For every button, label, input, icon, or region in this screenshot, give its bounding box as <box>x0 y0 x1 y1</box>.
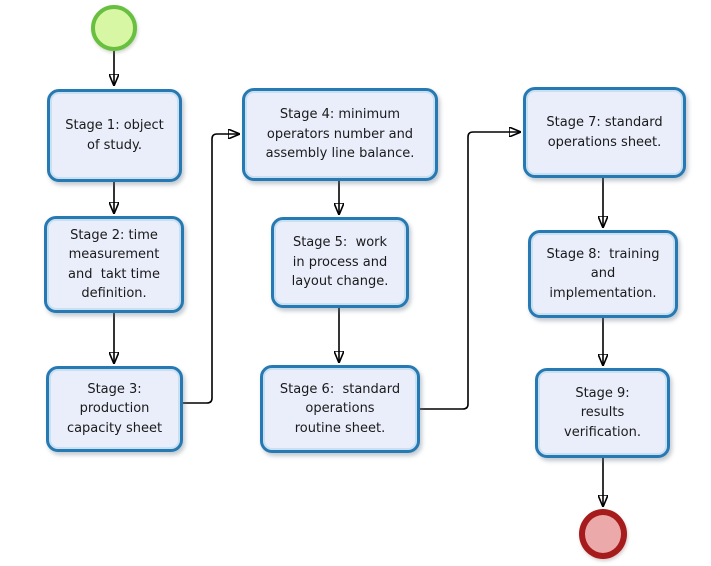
stage-5-label: Stage 5: work in process and layout chan… <box>291 235 389 290</box>
stage-9-node: Stage 9: results verification. <box>535 368 670 458</box>
stage-2-node: Stage 2: time measurement and takt time … <box>44 216 184 313</box>
stage-8-label: Stage 8: training and implementation. <box>546 246 660 301</box>
end-event-circle <box>579 509 627 559</box>
stage-1-label: Stage 1: object of study. <box>65 118 164 153</box>
stage-6-node: Stage 6: standard operations routine she… <box>260 365 420 453</box>
stage-7-node: Stage 7: standard operations sheet. <box>523 87 686 178</box>
stage-3-node: Stage 3: production capacity sheet <box>46 366 183 452</box>
stage-4-node: Stage 4: minimum operators number and as… <box>242 88 438 181</box>
stage-7-label: Stage 7: standard operations sheet. <box>546 115 663 150</box>
stage-2-label: Stage 2: time measurement and takt time … <box>68 227 160 302</box>
stage-5-node: Stage 5: work in process and layout chan… <box>271 217 409 308</box>
start-event-circle <box>91 5 137 51</box>
connector-stage6-stage7 <box>420 132 520 410</box>
connector-stage3-stage4 <box>183 134 239 404</box>
stage-1-node: Stage 1: object of study. <box>47 89 182 182</box>
stage-9-label: Stage 9: results verification. <box>564 385 641 440</box>
stage-6-label: Stage 6: standard operations routine she… <box>279 381 401 436</box>
stage-3-label: Stage 3: production capacity sheet <box>66 381 163 436</box>
stage-8-node: Stage 8: training and implementation. <box>528 230 678 318</box>
stage-4-label: Stage 4: minimum operators number and as… <box>265 107 415 162</box>
